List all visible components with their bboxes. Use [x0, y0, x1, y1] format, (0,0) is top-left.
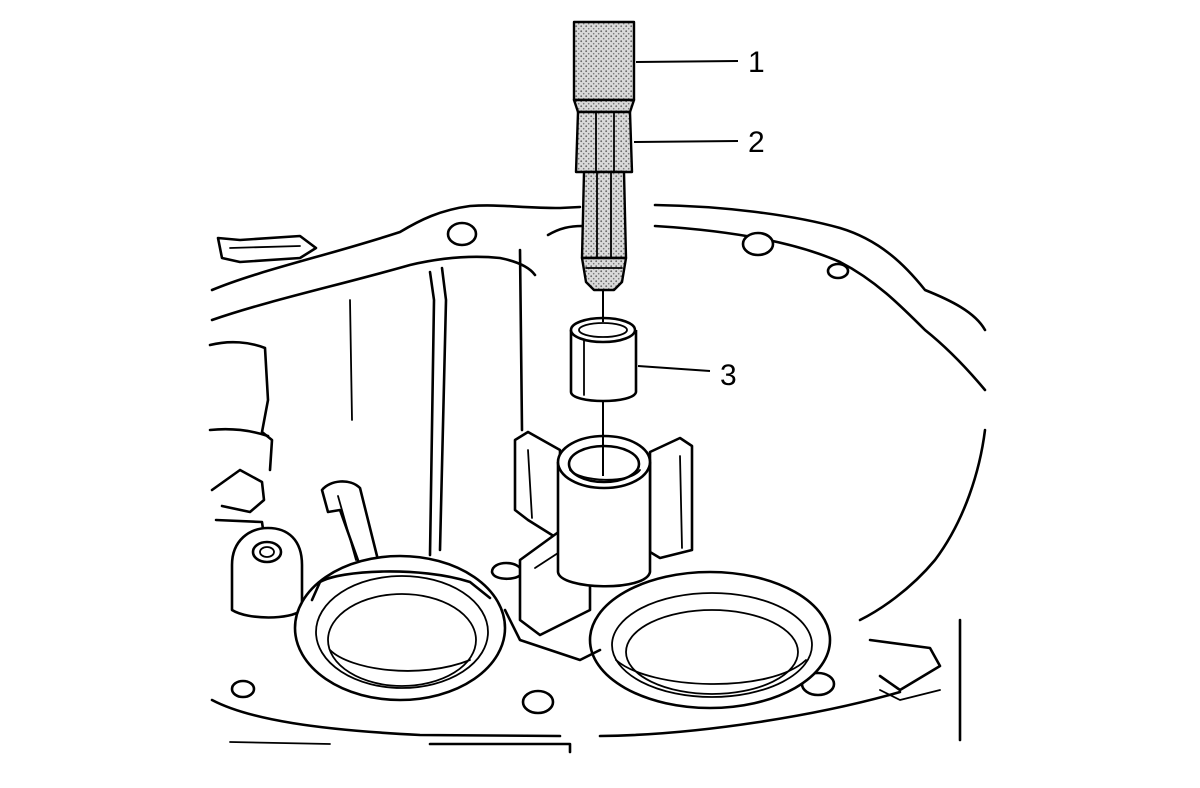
tower-fin-left [513, 430, 562, 542]
flange-bolt-hole [741, 231, 775, 257]
case-left-boss [230, 526, 304, 619]
right-bearing-bore [588, 570, 832, 710]
callout-2-leader [633, 140, 739, 143]
callout-3-leader [637, 365, 711, 372]
left-bearing-bore [293, 554, 507, 702]
callout-1: 1 [635, 46, 765, 79]
callout-1-leader [635, 60, 739, 63]
installer-step [580, 170, 628, 260]
case-flange-outer [210, 203, 987, 332]
flange-bolt-hole [446, 221, 478, 247]
bushing [569, 316, 638, 403]
flange-bolt-hole [826, 262, 850, 280]
callout-2: 2 [633, 126, 765, 159]
callout-3-label: 3 [720, 359, 737, 392]
callout-2-label: 2 [748, 126, 765, 159]
handle-shaft [572, 20, 636, 102]
left-rib [320, 480, 380, 568]
tower-fin-right [648, 436, 694, 560]
bushing-installer [574, 110, 634, 292]
flange-bolt-hole [230, 679, 256, 699]
installer-pilot [580, 256, 628, 292]
installer-body [574, 110, 634, 174]
tower-body [556, 462, 652, 588]
flange-bolt-hole [521, 689, 555, 715]
driver-handle [572, 20, 636, 114]
transmission-case [208, 203, 987, 754]
callout-3: 3 [637, 359, 737, 392]
bushing-support-tower [513, 430, 694, 637]
case-flange-inner [210, 224, 987, 392]
callout-1-label: 1 [748, 46, 765, 79]
bushing-body [569, 330, 638, 403]
case-left-lug [216, 234, 318, 264]
